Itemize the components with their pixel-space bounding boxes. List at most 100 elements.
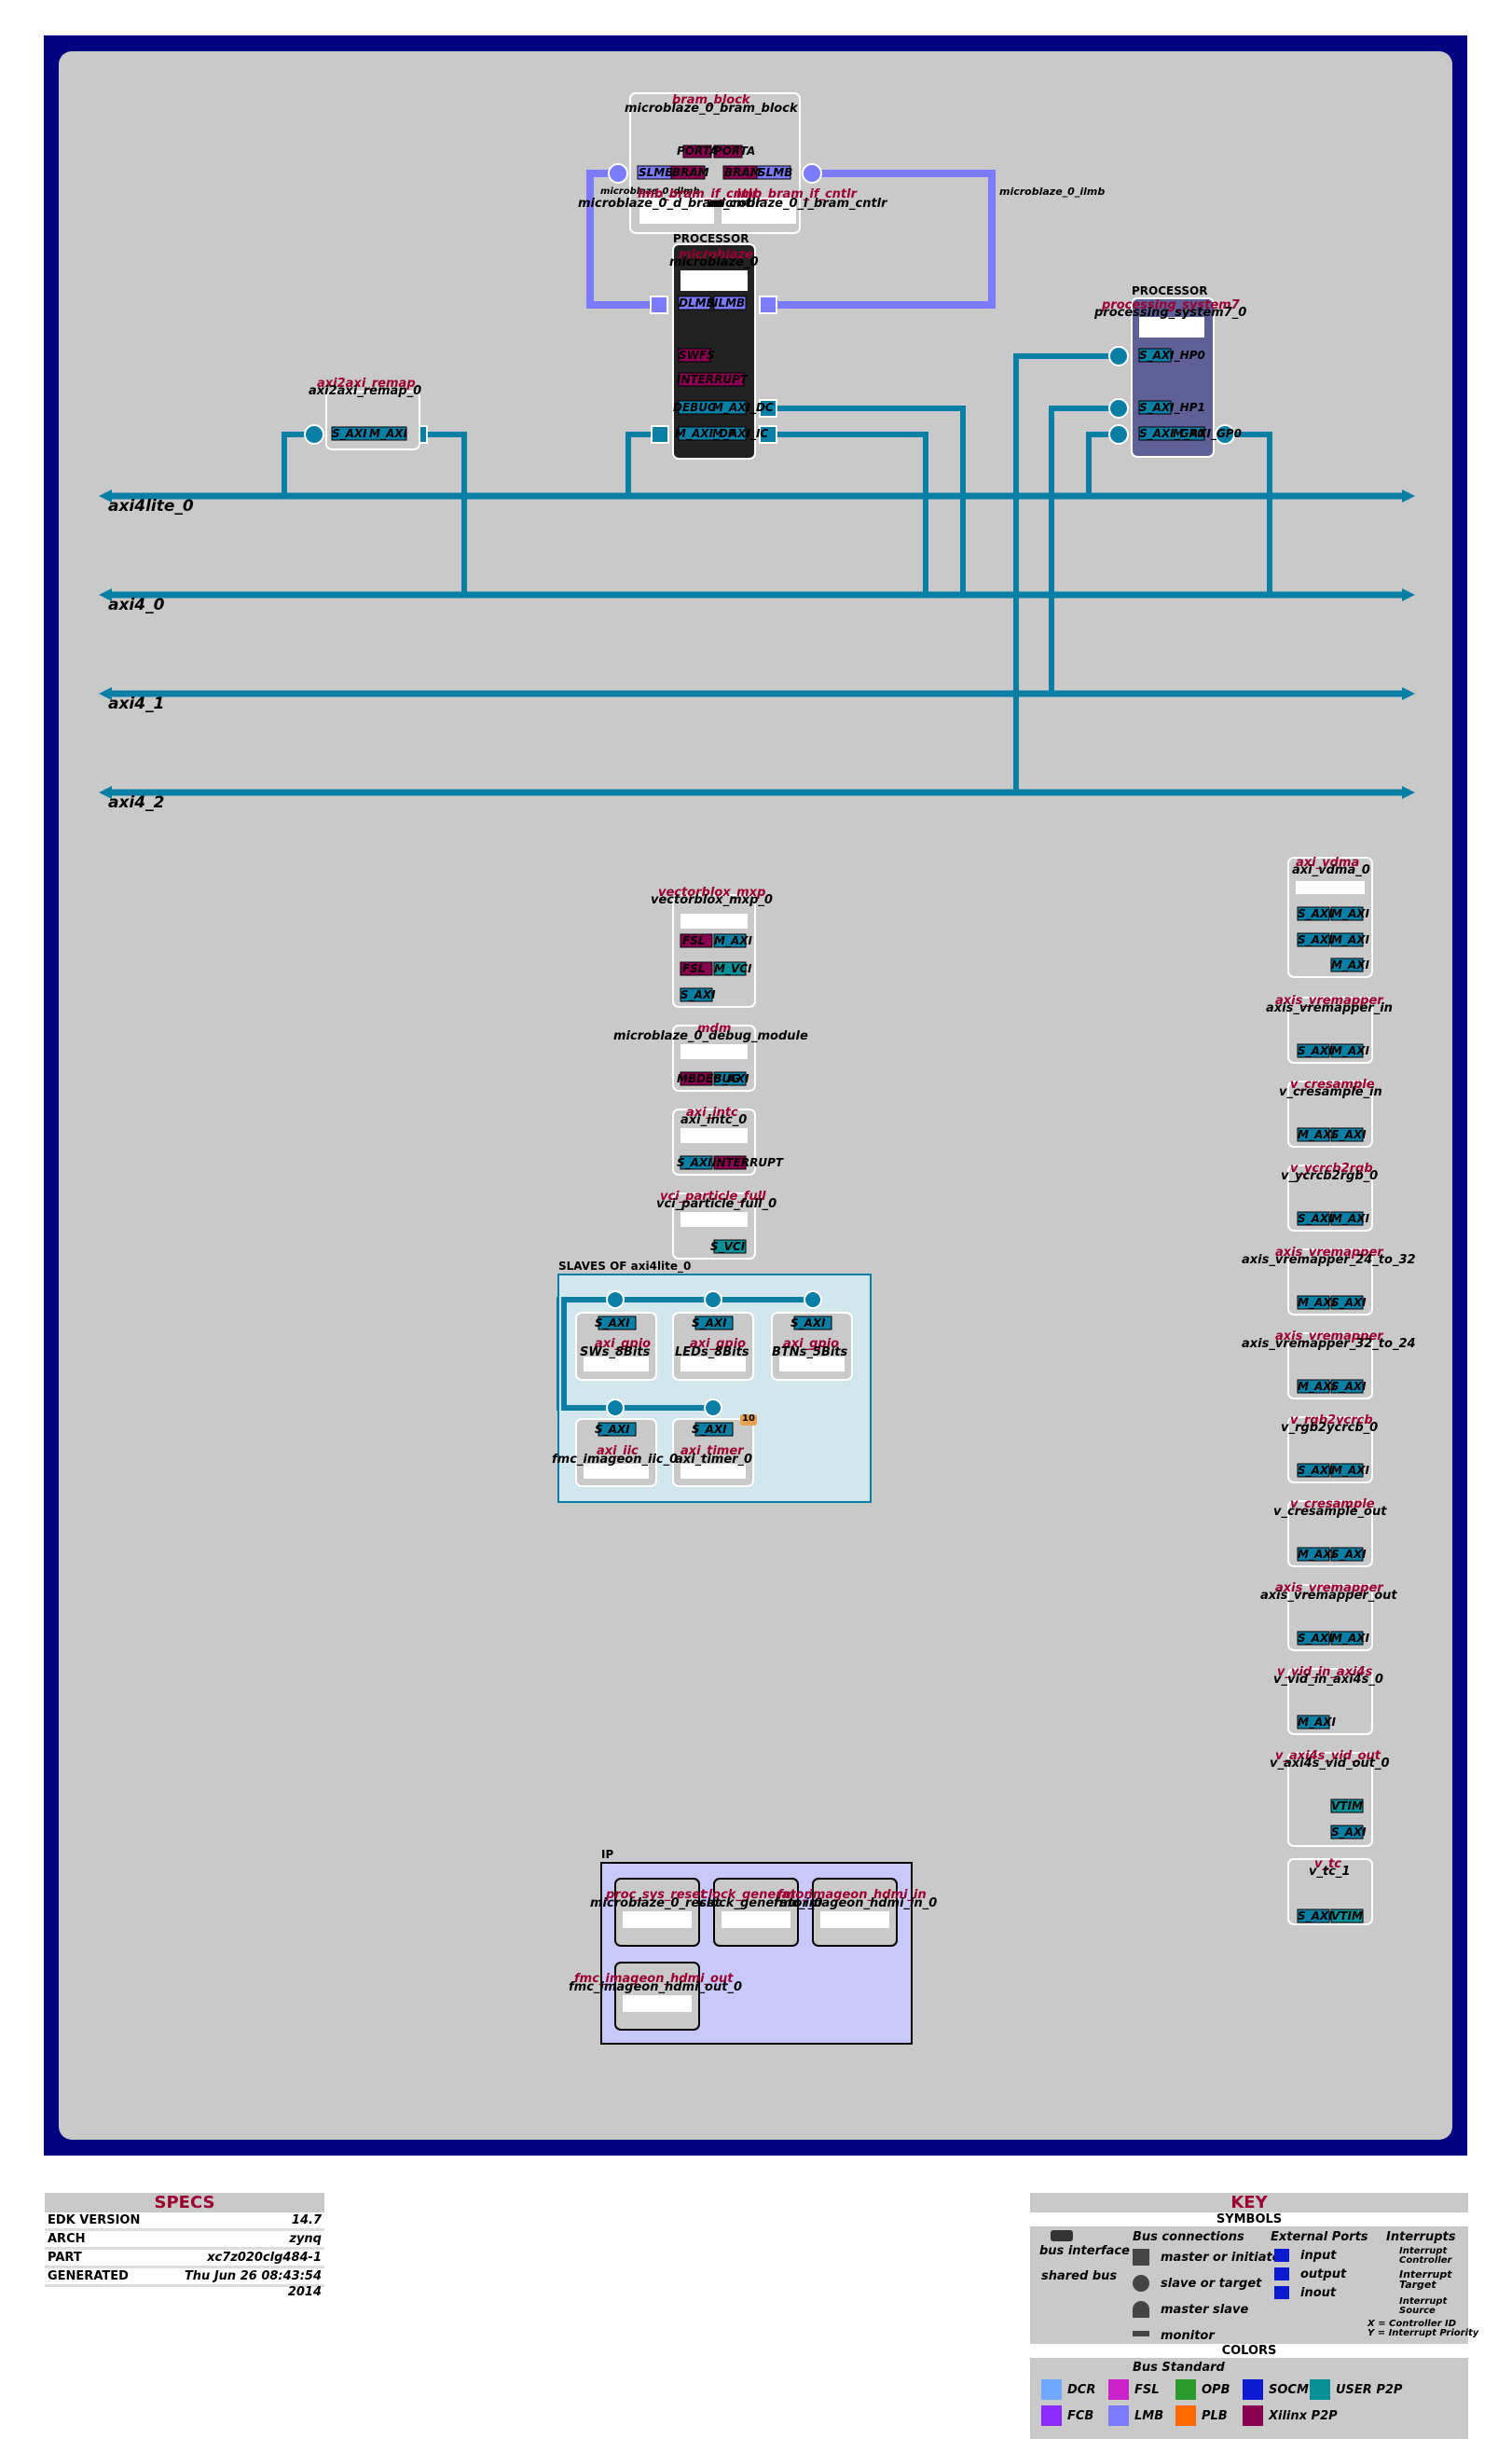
rc-7-p0: M_AXI — [1298, 1548, 1336, 1561]
mb-port-swfs: SWFS — [679, 349, 715, 362]
key-monitor: monitor — [1161, 2329, 1215, 2343]
mb-port-ilmb: ILMB — [714, 296, 746, 310]
rc-0-type: axi_vdma — [1296, 856, 1360, 870]
timer-badge — [740, 1414, 757, 1426]
rc-2-type: v_cresample — [1290, 1078, 1375, 1092]
key-legend: KEY SYMBOLS bus interface shared bus Bus… — [1030, 2193, 1478, 2439]
slave-name-iic: fmc_imageon_iic_0 — [552, 1453, 679, 1467]
ip-2-type: fmc_imageon_hdmi_in — [777, 1888, 927, 1902]
slave-port-leds: S_AXI — [692, 1316, 727, 1330]
key-interrupts: Interrupts — [1386, 2230, 1456, 2244]
bus-label-axi4-2: axi4_2 — [108, 793, 165, 812]
axi-connectors — [304, 346, 1235, 445]
specs-value: 14.7 — [291, 2213, 322, 2227]
specs-value: xc7z020clg484-1 — [207, 2251, 322, 2265]
bus-label-ilmb: microblaze_0_ilmb — [999, 186, 1106, 198]
rc-4-p1: S_AXI — [1331, 1296, 1367, 1309]
bus-label-axi4-0: axi4_0 — [108, 596, 165, 614]
rc-10-name: v_axi4s_vid_out_0 — [1270, 1757, 1390, 1771]
fcb-swatch — [1041, 2405, 1062, 2426]
rc-4-p0: M_AXI — [1298, 1296, 1336, 1309]
mdm-port-mbdebug: MBDEBUG — [677, 1072, 740, 1085]
mb-port-debug: DEBUG — [673, 401, 717, 414]
key-inout: inout — [1300, 2286, 1337, 2300]
dcntlr-type: lmb_bram_if_cntlr — [638, 187, 758, 201]
key-std-dcr: DCR — [1067, 2383, 1096, 2397]
rc-9-p0: M_AXI — [1298, 1716, 1336, 1729]
key-external-ports: External Ports — [1271, 2230, 1368, 2244]
ps7-header: PROCESSOR — [1132, 284, 1208, 297]
rc-4-name: axis_vremapper_24_to_32 — [1242, 1253, 1416, 1267]
ip-group-title: IP — [601, 1848, 614, 1861]
key-output: output — [1300, 2267, 1347, 2281]
slave-type-leds: axi_gpio — [690, 1337, 747, 1351]
fsl-swatch — [1108, 2379, 1129, 2400]
bus-label-axi4-1: axi4_1 — [108, 695, 165, 713]
mb-port-maxidc: M_AXI_DC — [712, 401, 774, 414]
rc-10-p1: S_AXI — [1331, 1826, 1367, 1839]
vbx-name: vectorblox_mxp_0 — [651, 893, 773, 907]
slave-port-timer: S_AXI — [692, 1423, 727, 1436]
ps7-port-hp0: S_AXI_HP0 — [1139, 349, 1205, 362]
rc-4-type: axis_vremapper — [1275, 1246, 1383, 1260]
key-std-socm: SOCM — [1269, 2383, 1309, 2397]
rc-6-p1: M_AXI — [1331, 1464, 1369, 1477]
slave-type-sws: axi_gpio — [595, 1337, 652, 1351]
rc-10-p0: VTIM — [1331, 1799, 1363, 1812]
rc-9-name: v_vid_in_axi4s_0 — [1273, 1673, 1383, 1687]
mb-name: microblaze_0 — [669, 255, 759, 269]
bus-interface-icon — [1051, 2230, 1073, 2241]
key-int-source: Interrupt Source — [1399, 2296, 1448, 2316]
dcr-swatch — [1041, 2379, 1062, 2400]
slave-icon — [1133, 2275, 1149, 2292]
ip-2-name: fmc_imageon_hdmi_in_0 — [774, 1896, 938, 1910]
ps7-port-hp1: S_AXI_HP1 — [1139, 401, 1205, 414]
key-int-target: Interrupt Target — [1399, 2268, 1452, 2291]
rc-5-p0: M_AXI — [1298, 1380, 1336, 1393]
slave-type-timer: axi_timer — [680, 1444, 744, 1458]
slaves-bus — [561, 1297, 813, 1411]
rc-5-name: axis_vremapper_32_to_24 — [1242, 1337, 1416, 1351]
rc-3-p1: M_AXI — [1331, 1212, 1369, 1225]
rc-3-name: v_ycrcb2rgb_0 — [1281, 1169, 1379, 1183]
intc-port-interrupt: INTERRUPT — [712, 1156, 784, 1169]
slave-type-btns: axi_gpio — [783, 1337, 840, 1351]
vbx-port-maxi: M_AXI — [714, 934, 752, 947]
ip-1-type: clock_generator — [701, 1888, 810, 1902]
lmb-connectors — [608, 163, 822, 314]
ip-3-name: fmc_imageon_hdmi_out_0 — [569, 1980, 742, 1994]
timer-interrupt-badge: 10 — [742, 1413, 755, 1424]
axi-buses — [104, 492, 1409, 796]
mb-header: PROCESSOR — [673, 232, 749, 245]
key-std-plb: PLB — [1202, 2409, 1228, 2423]
ip-3-type: fmc_imageon_hdmi_out — [574, 1972, 734, 1986]
intc-type: axi_intc — [686, 1106, 738, 1120]
socm-swatch — [1243, 2379, 1263, 2400]
remap-type: axi2axi_remap — [317, 377, 416, 391]
key-symbols-heading: SYMBOLS — [1030, 2212, 1468, 2226]
bus-label-axi4lite-0: axi4lite_0 — [108, 497, 194, 516]
vbx-port-mvci: M_VCI — [714, 962, 752, 975]
remap-port-saxi: S_AXI — [332, 427, 367, 440]
dcntlr-name: microblaze_0_d_bram_cntlr — [578, 197, 762, 211]
bus-label-dlmb: microblaze_0_dlmb — [600, 186, 700, 197]
rc-7-name: v_cresample_out — [1273, 1505, 1387, 1519]
vbx-port-fsl-a: FSL — [682, 934, 706, 947]
mb-port-dlmb: DLMB — [679, 296, 715, 310]
rc-7-type: v_cresample — [1290, 1497, 1375, 1511]
key-bus-standard: Bus Standard — [1133, 2361, 1225, 2375]
vbx-port-saxi: S_AXI — [680, 988, 716, 1001]
rc-5-p1: S_AXI — [1331, 1380, 1367, 1393]
key-int-controller: Interrupt Controller — [1399, 2246, 1452, 2266]
ps7-port-mgp0: M_AXI_GP0 — [1173, 427, 1242, 440]
key-int-note1: X = Controller ID — [1368, 2319, 1457, 2329]
rc-2-p1: S_AXI — [1331, 1128, 1367, 1141]
output-icon — [1274, 2267, 1289, 2281]
ip-0-name: microblaze_0_reset — [590, 1896, 722, 1910]
rc-11-type: v_tc — [1314, 1857, 1341, 1871]
slave-name-sws: SWs_8Bits — [580, 1345, 651, 1359]
